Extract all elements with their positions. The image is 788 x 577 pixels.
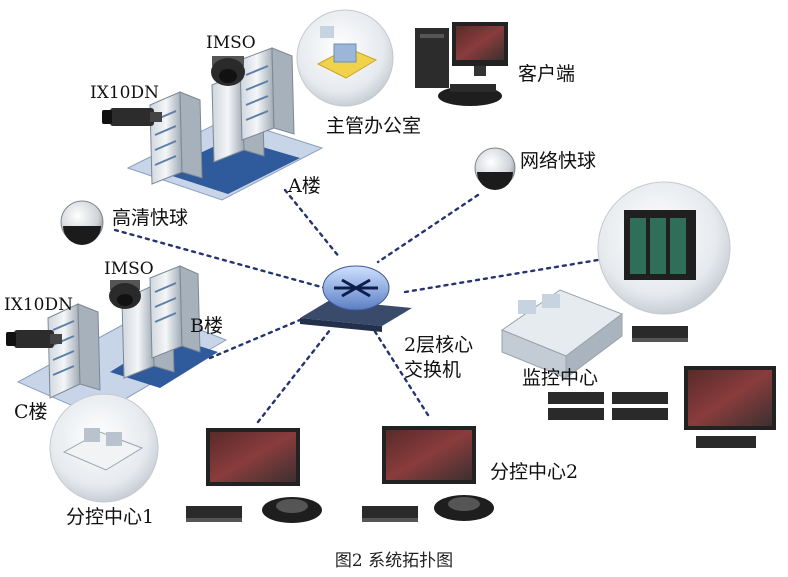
client-pc-icon bbox=[415, 22, 508, 106]
sub-center-2-keyboard-icon bbox=[434, 495, 494, 521]
label-client: 客户端 bbox=[518, 63, 575, 85]
building-b-complex bbox=[16, 265, 228, 417]
sub-center-2-display-icon bbox=[382, 426, 476, 484]
label-building-a: A楼 bbox=[287, 175, 321, 197]
label-office: 主管办公室 bbox=[326, 115, 421, 137]
sub-center-1-bubble bbox=[49, 393, 159, 503]
label-sub-center-1: 分控中心1 bbox=[66, 506, 154, 528]
link-monitor-center bbox=[403, 256, 612, 294]
figure-caption: 图2 系统拓扑图 bbox=[335, 551, 453, 571]
link-sub-center-2 bbox=[372, 328, 430, 417]
imso-dome-b-icon bbox=[109, 280, 141, 309]
building-a-complex bbox=[126, 47, 324, 201]
label-monitor-center: 监控中心 bbox=[522, 367, 598, 389]
label-building-c: C楼 bbox=[14, 401, 48, 423]
label-sub-center-2: 分控中心2 bbox=[490, 461, 578, 483]
label-ix10dn-b: IX10DN bbox=[4, 295, 73, 315]
label-network-dome: 网络快球 bbox=[520, 150, 596, 172]
label-ix10dn-a: IX10DN bbox=[90, 83, 159, 103]
link-building-b bbox=[208, 318, 302, 360]
sub-center-1-nvr-icon bbox=[186, 506, 242, 522]
label-hd-dome: 高清快球 bbox=[112, 207, 188, 229]
link-building-a bbox=[283, 188, 342, 260]
label-imso-b: IMSO bbox=[104, 259, 154, 279]
label-building-b: B楼 bbox=[190, 315, 223, 337]
sub-center-2-nvr-icon bbox=[362, 506, 418, 522]
label-core-switch-line1: 2层核心 bbox=[404, 334, 473, 356]
link-sub-center-1 bbox=[256, 328, 332, 424]
monitor-center-display-icon bbox=[684, 366, 776, 448]
sub-center-1-keyboard-icon bbox=[262, 497, 322, 523]
monitor-center-building bbox=[500, 289, 624, 379]
link-network-dome bbox=[376, 193, 480, 264]
monitor-center-storage-icons bbox=[548, 392, 668, 420]
ix10dn-camera-a-icon bbox=[102, 108, 162, 126]
network-dome-camera-icon bbox=[474, 147, 516, 190]
label-imso-a: IMSO bbox=[206, 33, 256, 53]
label-core-switch-line2: 交换机 bbox=[404, 359, 461, 381]
imso-dome-a-icon bbox=[211, 56, 245, 86]
office-bubble bbox=[296, 9, 394, 107]
network-links bbox=[113, 188, 612, 424]
sub-center-1-display-icon bbox=[206, 428, 300, 486]
monitor-center-nvr-icon bbox=[632, 326, 688, 342]
hd-dome-camera-icon bbox=[60, 200, 104, 245]
monitor-center-bubble bbox=[597, 181, 731, 315]
ix10dn-camera-b-icon bbox=[6, 330, 62, 348]
core-switch-icon bbox=[300, 265, 412, 332]
